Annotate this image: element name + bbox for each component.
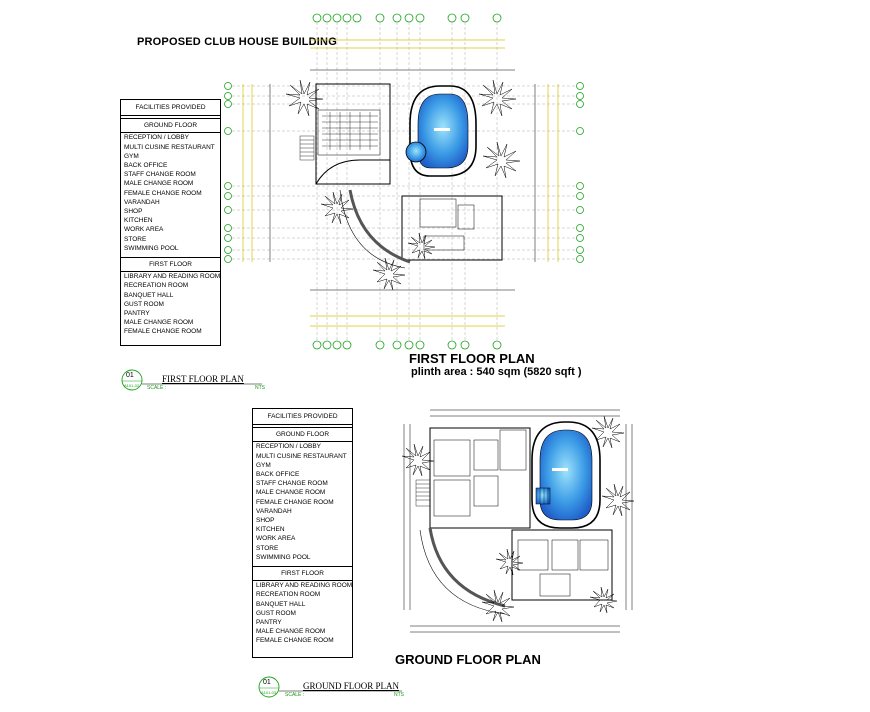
tree-symbols-ground	[401, 415, 635, 623]
list-item: LIBRARY AND READING ROOM	[124, 273, 221, 281]
list-item: VARANDAH	[256, 507, 292, 515]
list-item: LIBRARY AND READING ROOM	[256, 582, 353, 590]
building-outline-ground	[419, 427, 613, 615]
facilities-table-2: FACILITIES PROVIDED GROUND FLOOR RECEPTI…	[252, 408, 353, 658]
grid-lines	[232, 22, 576, 341]
first-floor-tag	[121, 369, 262, 391]
scale-label: SCALE :	[285, 692, 305, 698]
list-item: STORE	[256, 544, 279, 552]
list-item: BANQUET HALL	[124, 291, 174, 299]
list-item: RECREATION ROOM	[256, 591, 321, 599]
building-outline	[315, 83, 503, 269]
dimension-lines	[242, 39, 559, 327]
list-item: PANTRY	[256, 619, 282, 627]
tag-sheet: A101-03	[261, 690, 277, 695]
tag-sheet: A101-02	[124, 383, 140, 388]
tag-number: 01	[263, 679, 271, 686]
list-item: GYM	[124, 152, 139, 160]
list-item: BANQUET HALL	[256, 600, 306, 608]
list-item: GUST ROOM	[124, 300, 164, 308]
plinth-area-text: plinth area : 540 sqm (5820 sqft )	[411, 366, 582, 378]
ground-floor-plan	[401, 409, 635, 633]
scale-value: NTS	[394, 692, 404, 698]
list-item: STAFF CHANGE ROOM	[256, 480, 328, 488]
facilities-header: FACILITIES PROVIDED	[121, 100, 220, 117]
ground-floor-heading: GROUND FLOOR	[121, 118, 220, 134]
list-item: MALE CHANGE ROOM	[124, 319, 194, 327]
seating-grid	[322, 112, 378, 150]
list-item: STORE	[124, 235, 147, 243]
list-item: VARANDAH	[124, 198, 160, 206]
page-title: PROPOSED CLUB HOUSE BUILDING	[137, 36, 337, 48]
ground-floor-heading: GROUND FLOOR	[253, 427, 352, 443]
list-item: PANTRY	[124, 310, 150, 318]
list-item: FEMALE CHANGE ROOM	[124, 328, 202, 336]
list-item: MALE CHANGE ROOM	[124, 180, 194, 188]
first-floor-plan-label: FIRST FLOOR PLAN	[162, 374, 244, 384]
list-item: FEMALE CHANGE ROOM	[124, 189, 202, 197]
list-item: GUST ROOM	[256, 609, 296, 617]
scale-value: NTS	[255, 385, 265, 391]
swimming-pool-1	[405, 85, 477, 177]
grid-bubbles-right	[576, 82, 584, 263]
stair	[299, 135, 315, 161]
list-item: GYM	[256, 461, 271, 469]
first-floor-heading: FIRST FLOOR	[121, 257, 220, 273]
list-item: WORK AREA	[256, 535, 296, 543]
grid-bubbles-left	[224, 82, 232, 263]
ground-floor-tag	[258, 676, 402, 698]
first-floor-heading-title: FIRST FLOOR PLAN	[409, 351, 535, 366]
list-item: BACK OFFICE	[256, 471, 300, 479]
list-item: KITCHEN	[256, 526, 285, 534]
dimension-lines-ground	[403, 409, 633, 633]
grid-bubbles-bottom	[312, 340, 502, 350]
list-item: BACK OFFICE	[124, 162, 168, 170]
tree-symbols	[285, 79, 521, 291]
list-item: RECEPTION / LOBBY	[256, 443, 322, 451]
list-item: WORK AREA	[124, 226, 164, 234]
list-item: RECREATION ROOM	[124, 282, 189, 290]
facilities-header: FACILITIES PROVIDED	[253, 409, 352, 426]
swimming-pool-2	[531, 421, 601, 529]
list-item: MULTI CUSINE RESTAURANT	[124, 143, 215, 151]
list-item: MALE CHANGE ROOM	[256, 489, 326, 497]
grid-bubbles-top	[312, 13, 502, 23]
stair-ground	[415, 479, 431, 507]
tag-number: 01	[126, 372, 134, 379]
list-item: FEMALE CHANGE ROOM	[256, 637, 334, 645]
list-item: MULTI CUSINE RESTAURANT	[256, 452, 347, 460]
list-item: MALE CHANGE ROOM	[256, 628, 326, 636]
scale-label: SCALE :	[147, 385, 167, 391]
ground-floor-heading-title: GROUND FLOOR PLAN	[395, 652, 541, 667]
facilities-table-1: FACILITIES PROVIDED GROUND FLOOR RECEPTI…	[120, 99, 221, 346]
list-item: RECEPTION / LOBBY	[124, 134, 190, 142]
first-floor-plan	[224, 13, 584, 350]
first-floor-heading: FIRST FLOOR	[253, 566, 352, 582]
list-item: KITCHEN	[124, 217, 153, 225]
list-item: FEMALE CHANGE ROOM	[256, 498, 334, 506]
list-item: STAFF CHANGE ROOM	[124, 171, 196, 179]
list-item: SHOP	[256, 517, 275, 525]
list-item: SWIMMING POOL	[256, 553, 311, 561]
list-item: SHOP	[124, 208, 143, 216]
list-item: SWIMMING POOL	[124, 244, 179, 252]
ground-floor-plan-label: GROUND FLOOR PLAN	[303, 681, 400, 691]
